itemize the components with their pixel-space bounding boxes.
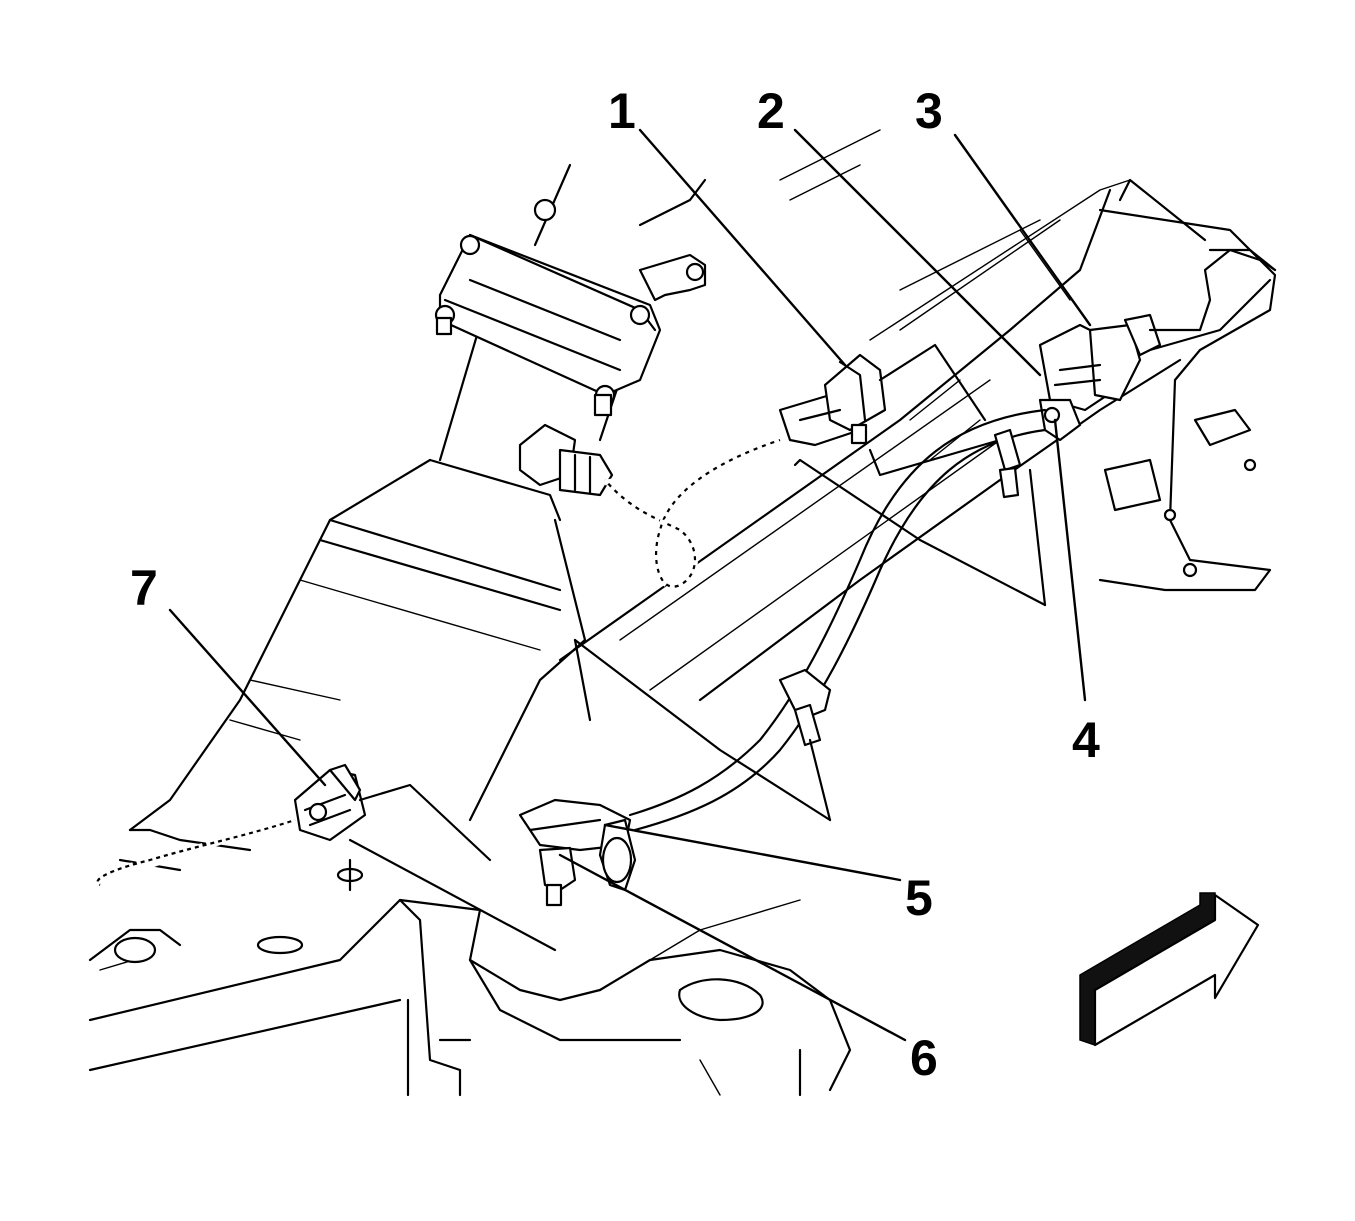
callout-6: 6 — [910, 1030, 938, 1086]
leader-line-7 — [168, 608, 327, 787]
leader-line-2 — [793, 128, 1042, 377]
callout-2: 2 — [757, 83, 785, 139]
callout-1: 1 — [608, 83, 636, 139]
callout-leader-lines — [168, 128, 1092, 1042]
leader-line-3 — [953, 133, 1092, 327]
forward-direction-arrow-icon — [1079, 892, 1260, 1047]
catalytic-converter — [88, 163, 707, 971]
right-crossmember-bracket — [1098, 178, 1277, 592]
callout-3: 3 — [915, 83, 943, 139]
leader-line-5 — [603, 823, 902, 882]
main-wiring-harness — [573, 408, 1047, 832]
connector-cluster-2-3-4 — [1038, 248, 1277, 442]
upstream-oxygen-sensor — [518, 423, 781, 590]
connector-cluster-5-6 — [518, 798, 637, 907]
leader-line-1 — [638, 128, 847, 367]
lower-crossmember — [88, 838, 852, 1097]
frame-rail — [558, 179, 1182, 702]
leader-line-6 — [558, 853, 907, 1042]
upper-body-panel — [779, 129, 1071, 301]
connector-1 — [778, 343, 1002, 477]
leader-line-4 — [1053, 418, 1087, 702]
callout-numbers: 1 2 3 4 5 6 7 — [130, 83, 1100, 1086]
callout-7: 7 — [130, 560, 158, 616]
connector-7 — [95, 763, 492, 888]
callout-5: 5 — [905, 870, 933, 926]
callout-4: 4 — [1072, 712, 1100, 768]
